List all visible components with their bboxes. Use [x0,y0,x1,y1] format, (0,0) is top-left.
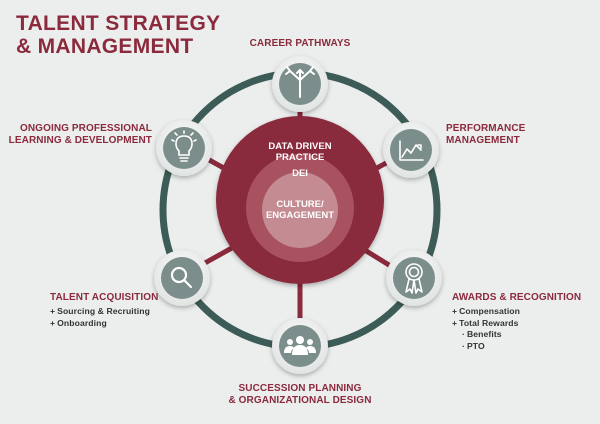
bullet-symbol: + [50,306,56,316]
label-line: TALENT ACQUISITION [50,292,159,303]
list-item: +Total Rewards [452,318,600,330]
center-inner-line-1: CULTURE/ [276,199,324,210]
list-item: ·PTO [452,341,600,353]
bullet-symbol: · [462,329,465,339]
bullet-symbol: + [452,306,458,316]
awards-bullet-list: +Compensation +Total Rewards ·Benefits ·… [452,306,600,352]
label-line: AWARDS & RECOGNITION [452,292,582,303]
node-awards-recognition[interactable] [386,250,442,306]
label-line: LEARNING & DEVELOPMENT [8,135,152,146]
award-ribbon-icon [405,263,423,294]
bullet-text: PTO [466,340,485,351]
node-talent-acquisition[interactable] [154,250,210,306]
label-performance-management: PERFORMANCE MANAGEMENT [446,123,586,147]
people-group-icon [284,336,316,355]
center-inner-line-2: ENGAGEMENT [265,210,335,221]
bullet-symbol: · [462,340,465,351]
bullet-text: Total Rewards [459,317,519,328]
bullet-text: Compensation [459,306,521,316]
arrows-split-icon [285,66,315,98]
list-item: +Sourcing & Recruiting [50,306,190,318]
node-succession-planning[interactable] [272,318,328,374]
label-line: ONGOING PROFESSIONAL [19,123,152,134]
title-line-2: & MANAGEMENT [16,35,194,58]
center-outer-label: DATA DRIVEN PRACTICE [244,141,356,163]
center-inner-circle [262,172,338,248]
label-line: SUCCESSION PLANNING [238,383,362,394]
label-awards-recognition: AWARDS & RECOGNITION +Compensation +Tota… [452,292,600,352]
center-outer-line-1: DATA DRIVEN [268,141,332,152]
bullet-symbol: + [50,317,56,328]
node-ongoing-learning[interactable] [156,120,212,176]
label-line: CAREER PATHWAYS [249,38,351,49]
line-chart-icon [399,140,424,161]
label-talent-acquisition: TALENT ACQUISITION +Sourcing & Recruitin… [50,292,190,329]
bullet-text: Benefits [466,329,502,339]
label-career-pathways: CAREER PATHWAYS [230,38,370,50]
node-performance-management[interactable] [383,122,439,178]
label-line: MANAGEMENT [446,135,520,146]
label-succession-planning: SUCCESSION PLANNING & ORGANIZATIONAL DES… [200,383,400,407]
bullet-text: Sourcing & Recruiting [57,306,150,316]
magnifier-icon [170,266,193,289]
acquisition-bullet-list: +Sourcing & Recruiting +Onboarding [50,306,190,329]
label-ongoing-learning: ONGOING PROFESSIONAL LEARNING & DEVELOPM… [2,123,152,147]
list-item: +Compensation [452,306,600,318]
page-title: TALENT STRATEGY & MANAGEMENT [16,12,220,58]
bullet-symbol: + [452,317,458,328]
center-middle-label: DEI [292,168,308,179]
label-line: & ORGANIZATIONAL DESIGN [228,395,372,406]
center-inner-label: CULTURE/ ENGAGEMENT [255,199,345,221]
center-outer-line-2: PRACTICE [275,152,325,163]
title-line-1: TALENT STRATEGY [16,12,221,35]
list-item: +Onboarding [50,318,190,330]
node-career-pathways[interactable] [272,56,328,112]
label-line: PERFORMANCE [446,123,526,134]
bullet-text: Onboarding [57,317,107,328]
lightbulb-icon [171,130,197,162]
list-item: ·Benefits [452,329,600,341]
